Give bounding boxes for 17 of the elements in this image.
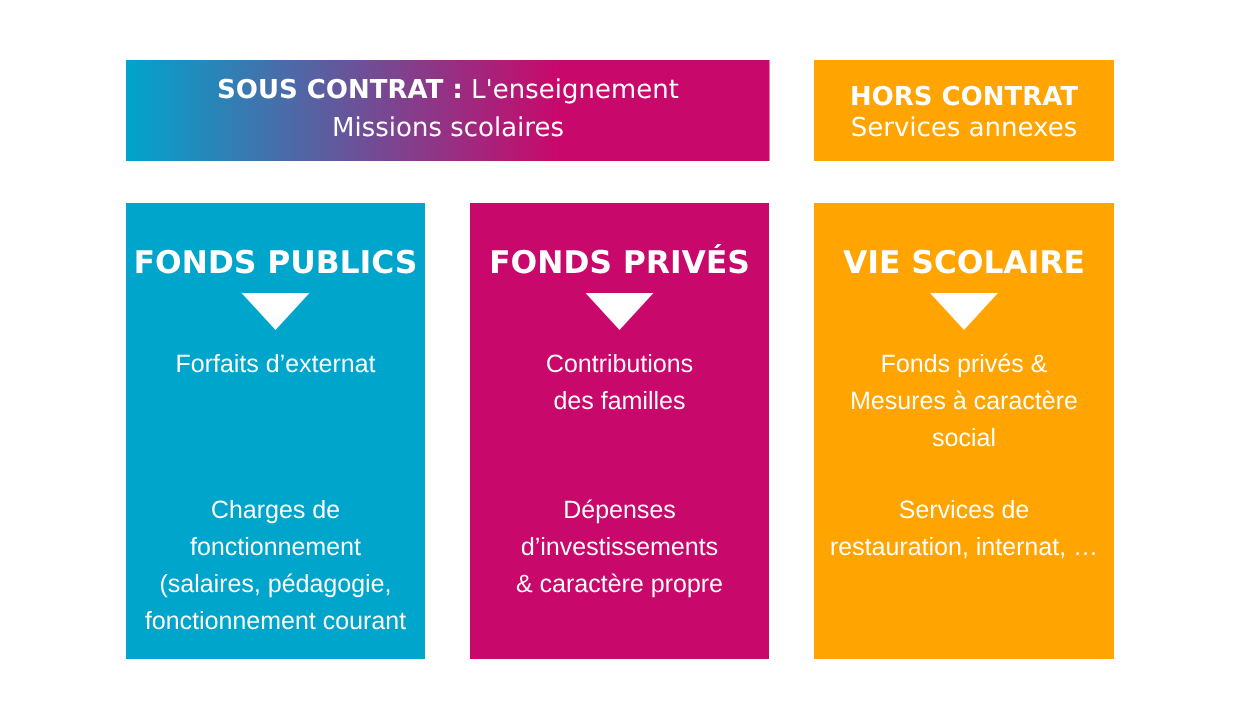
description-text: Dépenses d’investissements & caractère propre	[516, 499, 722, 598]
band-subtitle: Services annexes	[852, 116, 1076, 137]
description-text: Fonds privés & Mesures à caractère social	[852, 353, 1077, 447]
column-heading: FONDS PUBLICS	[136, 249, 416, 274]
column-panel	[126, 203, 425, 659]
description-text: Charges de fonctionnement (salaires, pédagogie, fonctionnement courant	[145, 499, 406, 630]
column-panel	[814, 203, 1114, 659]
band-subtitle: Missions scolaires	[334, 116, 563, 137]
column-heading: FONDS PRIVÉS	[492, 243, 748, 274]
column-heading: VIE SCOLAIRE	[843, 249, 1083, 274]
column-panel	[470, 203, 769, 659]
description-text: Services de restauration, internat, …	[831, 499, 1095, 559]
band-title: SOUS CONTRAT : L'enseignement	[218, 78, 679, 104]
description-text: Contributions des familles	[547, 353, 693, 410]
band-title: HORS CONTRAT	[852, 85, 1078, 106]
description-text: Forfaits d’externat	[177, 353, 376, 373]
header-band	[814, 60, 1114, 161]
